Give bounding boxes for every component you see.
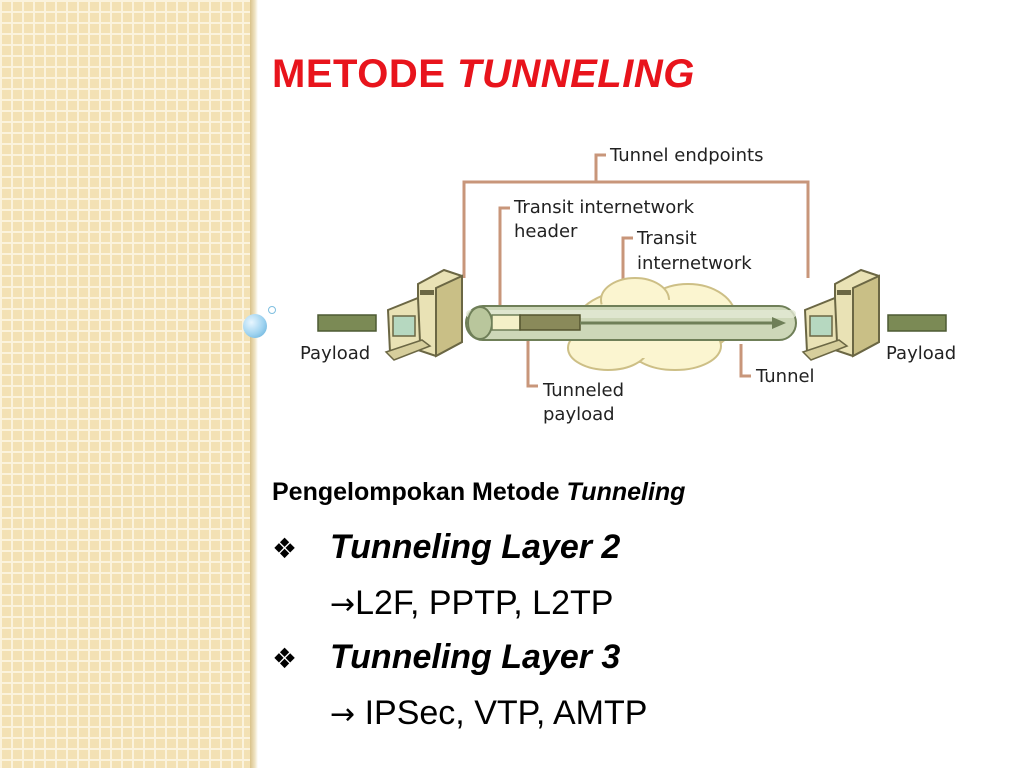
label-tunnel: Tunnel — [755, 366, 815, 387]
bullet-label: Tunneling Layer 2 — [330, 528, 621, 566]
diamond-bullet-icon: ❖ — [272, 532, 298, 565]
label-payload-right: Payload — [886, 343, 956, 364]
group-heading: Pengelompokan Metode Tunneling — [272, 478, 685, 507]
label-transit-internetwork-line2: internetwork — [637, 253, 752, 274]
tunnel-arrow-head — [772, 317, 786, 329]
decorative-bubble-small — [268, 306, 276, 314]
decorative-side-panel — [0, 0, 250, 768]
group-heading-main: Pengelompokan Metode — [272, 478, 567, 506]
payload-left-bar — [317, 314, 377, 332]
slide-title: METODE TUNNELING — [272, 52, 695, 97]
title-part-regular: METODE — [272, 52, 458, 96]
label-tunnel-endpoints: Tunnel endpoints — [609, 145, 763, 166]
left-computer-icon — [384, 268, 463, 361]
decorative-bubble — [243, 314, 267, 338]
label-tunneled-payload-line1: Tunneled — [542, 380, 624, 401]
tunneling-diagram: Tunnel endpoints Transit internetwork he… — [300, 145, 956, 425]
bullet-layer-3: ❖ Tunneling Layer 3 — [272, 638, 620, 677]
title-part-italic: TUNNELING — [457, 52, 695, 96]
bullet-layer-2: ❖ Tunneling Layer 2 — [272, 528, 620, 567]
bullet-label: Tunneling Layer 3 — [330, 638, 621, 676]
tunneled-payload-block — [519, 314, 581, 331]
protocol-list: L2F, PPTP, L2TP — [355, 584, 614, 622]
protocols-layer-3: → IPSec, VTP, AMTP — [330, 694, 647, 733]
label-transit-internetwork-line1: Transit — [636, 228, 697, 249]
label-transit-header-line2: header — [514, 221, 578, 242]
transit-header-block — [491, 314, 521, 331]
transit-header-line — [498, 206, 510, 308]
tunnel-line — [739, 344, 751, 378]
diamond-bullet-icon: ❖ — [272, 642, 298, 675]
right-arrow-icon: → — [330, 697, 356, 732]
tunnel-endpoints-tick — [594, 153, 606, 182]
protocol-list: IPSec, VTP, AMTP — [355, 694, 648, 732]
tunnel-pipe — [465, 305, 797, 341]
label-tunneled-payload-line2: payload — [543, 404, 615, 425]
right-computer-icon — [801, 268, 880, 361]
label-transit-header-line1: Transit internetwork — [513, 197, 695, 218]
protocols-layer-2: →L2F, PPTP, L2TP — [330, 584, 613, 623]
group-heading-italic: Tunneling — [566, 478, 686, 506]
tunneled-payload-line — [526, 330, 538, 388]
label-payload-left: Payload — [300, 343, 370, 364]
side-panel-edge — [250, 0, 258, 768]
right-arrow-icon: → — [330, 587, 356, 622]
payload-right-bar — [887, 314, 947, 332]
tunnel-endpoints-line — [462, 180, 810, 278]
